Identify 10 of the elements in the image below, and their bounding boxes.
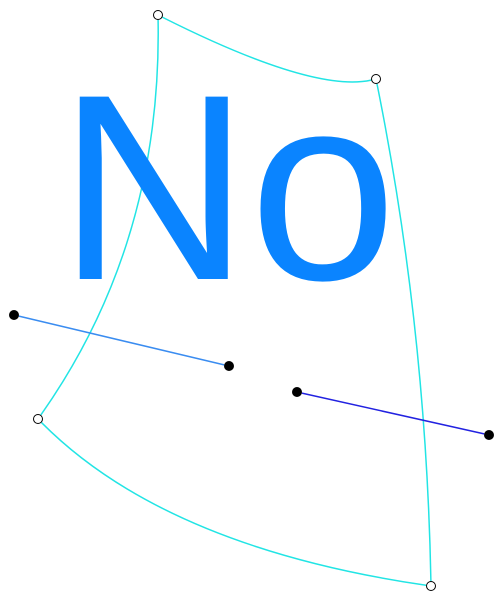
endpoint-dot bbox=[484, 430, 494, 440]
curved-line bbox=[376, 84, 432, 582]
control-point bbox=[153, 10, 163, 20]
line-segment bbox=[302, 392, 484, 435]
endpoint-dot bbox=[9, 310, 19, 320]
endpoint-dot bbox=[224, 361, 234, 371]
curved-line bbox=[41, 422, 426, 586]
control-point bbox=[33, 414, 43, 424]
control-point bbox=[426, 581, 436, 591]
endpoint-dot bbox=[292, 387, 302, 397]
